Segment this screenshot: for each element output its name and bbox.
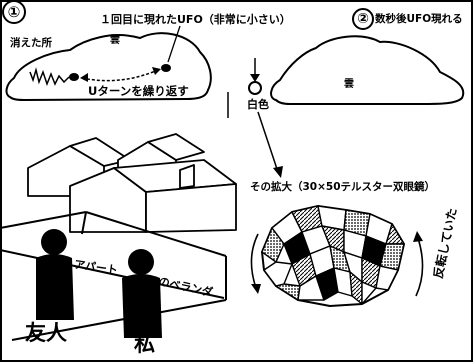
panel2-cloud [270, 35, 465, 105]
uturn-path [81, 69, 159, 82]
me-label: 私 [134, 332, 155, 356]
rotation-arrow-right-head [413, 231, 423, 242]
uturn-arrow-left [80, 73, 88, 82]
white-ufo [248, 81, 262, 95]
panel2-title: 数秒後UFO現れる [375, 13, 463, 25]
panel1-cloud [5, 32, 212, 102]
houses [27, 133, 237, 233]
figure-me [122, 249, 162, 338]
rotation-arrow-right [415, 237, 424, 297]
friend-label: 友人 [25, 321, 67, 345]
enlarged-ufo [261, 205, 405, 307]
panel1-title: １回目に現れたUFO（非常に小さい） [100, 13, 291, 26]
panel2-number: ② [352, 8, 374, 30]
zoom-label: その拡大（30×50テルスター双眼鏡） [250, 181, 436, 193]
white-label: 白色 [247, 98, 269, 111]
panel1-cloud-label: 雲 [110, 35, 120, 46]
rotation-arrow-left-head [251, 284, 261, 294]
ufo-left [69, 73, 79, 81]
figure-friend [36, 229, 74, 320]
zoom-arrow-head [273, 166, 283, 178]
panel2-cloud-label: 雲 [344, 79, 354, 90]
ufo-right [161, 64, 171, 72]
vanished-label: 消えた所 [10, 37, 52, 49]
pointer-line [167, 25, 181, 63]
vanish-zigzag [29, 67, 70, 87]
rotation-arrow-left [250, 233, 259, 289]
uturn-arrow-right [152, 67, 161, 75]
panel1-number: ① [2, 0, 26, 24]
zoom-arrow [257, 111, 279, 173]
down-arrow-head [250, 74, 260, 82]
uturn-label: Uターンを繰り返す [88, 84, 189, 98]
